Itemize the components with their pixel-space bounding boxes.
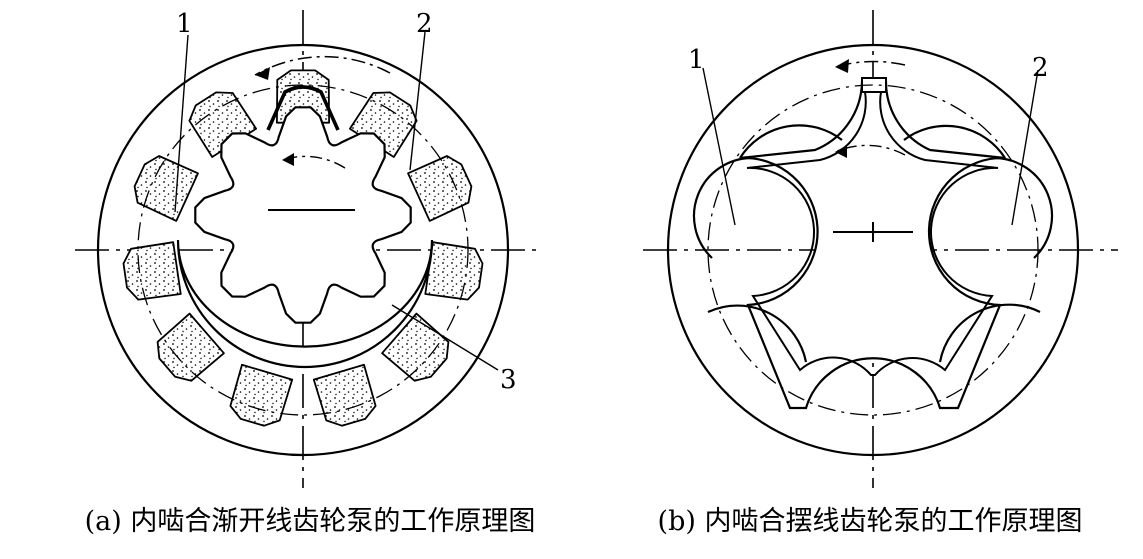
a-ring-gear-tooth — [381, 312, 450, 382]
a-ring-gear-teeth — [122, 69, 484, 427]
b-lobe-bottom-right — [938, 303, 1041, 363]
b-pitch-circle — [707, 84, 1039, 416]
b-lobe-right — [993, 156, 1054, 259]
b-leader-2 — [1011, 69, 1039, 226]
a-ring-gear-tooth — [348, 91, 418, 158]
a-leader-2 — [409, 31, 426, 171]
a-ring-gear-tooth — [133, 155, 199, 222]
a-ring-gear-tooth — [188, 91, 258, 158]
a-ring-gear-tooth — [122, 241, 182, 301]
a-leader-1 — [174, 34, 189, 213]
b-casing-circle — [666, 43, 1080, 457]
a-top-tooth-outline — [266, 85, 340, 131]
a-casing-circle — [96, 43, 510, 457]
a-ring-gear-tooth — [275, 69, 331, 124]
a-label-3: 3 — [500, 365, 517, 395]
a-pitch-circle — [137, 84, 469, 416]
a-ring-gear-tooth — [407, 155, 473, 222]
b-leader-1 — [702, 67, 736, 226]
diagram-b-cycloid-pump: 1 2 — [643, 10, 1118, 488]
caption-b: (b) 内啮合摆线齿轮泵的工作原理图 — [657, 506, 1083, 537]
a-arrow-head-top — [255, 67, 270, 80]
b-label-1: 1 — [688, 45, 705, 75]
b-inner-arrow-head — [835, 145, 847, 158]
b-inner-rotation-arrow — [834, 144, 906, 156]
b-lobe-top-right — [903, 124, 1006, 159]
a-leader-3 — [391, 304, 499, 371]
b-arrow-head-top — [835, 59, 849, 73]
a-ring-gear-tooth — [312, 363, 377, 427]
a-rotation-arrow-top — [254, 55, 391, 76]
diagram-a-involute-pump: 1 2 3 — [75, 9, 540, 488]
a-label-1: 1 — [176, 9, 193, 39]
a-label-2: 2 — [416, 9, 433, 39]
b-label-2: 2 — [1032, 53, 1049, 83]
a-ring-gear-tooth — [424, 241, 484, 301]
b-lobe-left — [692, 156, 753, 259]
a-inner-arrow-head — [282, 153, 294, 166]
a-ring-gear-tooth — [156, 312, 225, 382]
b-lobe-bottom-left — [707, 304, 808, 363]
b-outer-rotor — [739, 80, 1006, 410]
b-lobe-top-left — [739, 124, 843, 159]
caption-a: (a) 内啮合渐开线齿轮泵的工作原理图 — [84, 506, 536, 537]
a-crescent-seal — [176, 239, 434, 369]
a-pinion-gear — [194, 106, 412, 324]
b-inner-rotor — [746, 91, 999, 376]
a-ring-gear-tooth — [229, 363, 294, 427]
